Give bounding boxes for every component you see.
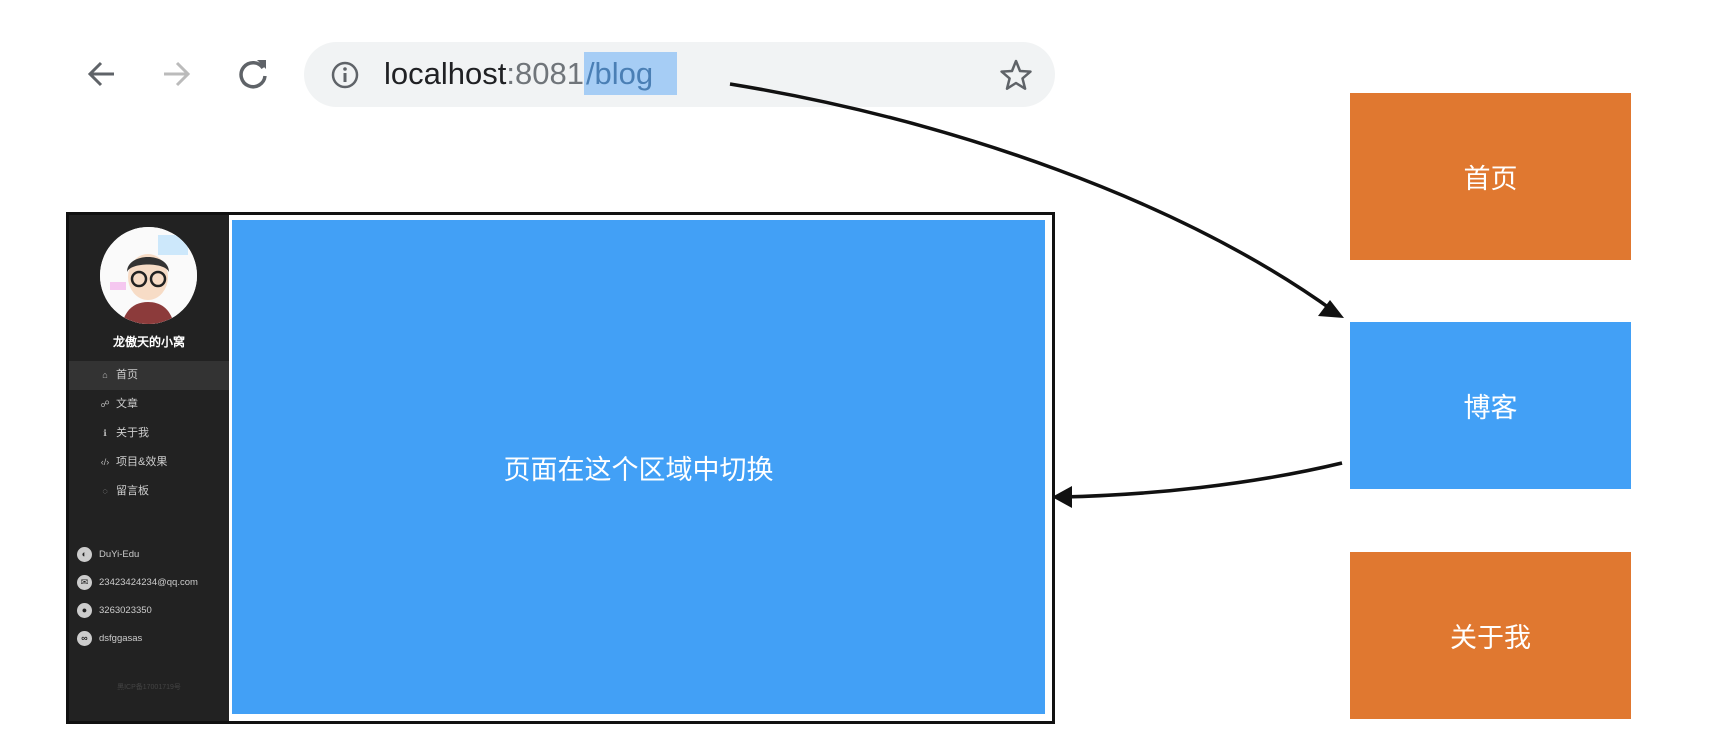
home-icon: ⌂: [102, 370, 108, 380]
contact-label: dsfggasas: [99, 632, 143, 644]
code-icon: ‹/›: [100, 457, 110, 467]
route-label: 关于我: [1450, 623, 1531, 653]
url-port: :8081: [506, 56, 584, 91]
back-arrow-icon[interactable]: [82, 54, 122, 94]
qq-icon: ●: [77, 602, 92, 618]
sidebar-menu: ⌂ 首页 ☍ 文章 ℹ 关于我 ‹/› 项目&效果 ◌ 留言板: [69, 361, 229, 506]
contact-github[interactable]: ◐ DuYi-Edu: [77, 540, 198, 568]
contact-label: 3263023350: [99, 604, 152, 616]
menu-item-label: 关于我: [116, 427, 149, 439]
route-label: 首页: [1463, 164, 1518, 194]
info-icon[interactable]: [330, 60, 360, 90]
route-label: 博客: [1463, 393, 1518, 423]
arrowhead-content: [1052, 486, 1072, 508]
contact-qq[interactable]: ● 3263023350: [77, 596, 198, 624]
menu-item-home[interactable]: ⌂ 首页: [69, 361, 229, 390]
contact-email[interactable]: ✉ 23423424234@qq.com: [77, 568, 198, 596]
address-bar[interactable]: localhost:8081/blog: [304, 42, 1055, 107]
arrow-blog-to-content: [1061, 461, 1343, 499]
route-box-blog: 博客: [1350, 322, 1631, 489]
arrow-url-to-blog: [729, 82, 1337, 314]
menu-item-label: 留言板: [116, 485, 149, 497]
reload-icon[interactable]: [233, 54, 273, 94]
contact-list: ◐ DuYi-Edu ✉ 23423424234@qq.com ● 326302335…: [77, 540, 198, 652]
content-area: 页面在这个区域中切换: [232, 220, 1045, 714]
menu-item-projects[interactable]: ‹/› 项目&效果: [69, 448, 229, 477]
icp-footer: 黑ICP备17001719号: [117, 684, 181, 691]
contact-label: 23423424234@qq.com: [99, 576, 198, 588]
avatar: [100, 227, 197, 324]
arrowhead-blog: [1318, 300, 1344, 318]
chat-icon: ◌: [102, 486, 108, 496]
url-path-highlight: /blog: [583, 52, 678, 95]
content-text: 页面在这个区域中切换: [503, 454, 774, 485]
menu-item-label: 文章: [116, 398, 138, 410]
menu-item-about[interactable]: ℹ 关于我: [69, 419, 229, 448]
menu-item-label: 项目&效果: [116, 456, 168, 468]
wechat-icon: ∞: [77, 630, 92, 646]
forward-arrow-icon[interactable]: [156, 54, 196, 94]
menu-item-message-board[interactable]: ◌ 留言板: [69, 477, 229, 506]
menu-item-blog[interactable]: ☍ 文章: [69, 390, 229, 419]
info-icon: ℹ: [103, 428, 107, 438]
route-box-home: 首页: [1350, 93, 1631, 260]
sidebar: 龙傲天的小窝 ⌂ 首页 ☍ 文章 ℹ 关于我 ‹/› 项目&效果 ◌ 留言板 ◐ DuYi-…: [69, 215, 229, 721]
star-icon[interactable]: [999, 58, 1033, 92]
contact-wechat[interactable]: ∞ dsfggasas: [77, 624, 198, 652]
url-text[interactable]: localhost:8081/blog: [384, 52, 678, 95]
site-name: 龙傲天的小窝: [112, 335, 185, 349]
app-frame: 龙傲天的小窝 ⌂ 首页 ☍ 文章 ℹ 关于我 ‹/› 项目&效果 ◌ 留言板 ◐ DuYi-…: [66, 212, 1055, 724]
route-box-about: 关于我: [1350, 552, 1631, 719]
menu-item-label: 首页: [116, 369, 138, 381]
blog-icon: ☍: [100, 399, 110, 409]
github-icon: ◐: [77, 546, 92, 562]
contact-label: DuYi-Edu: [99, 548, 140, 560]
url-host: localhost: [384, 56, 507, 91]
mail-icon: ✉: [77, 574, 92, 590]
